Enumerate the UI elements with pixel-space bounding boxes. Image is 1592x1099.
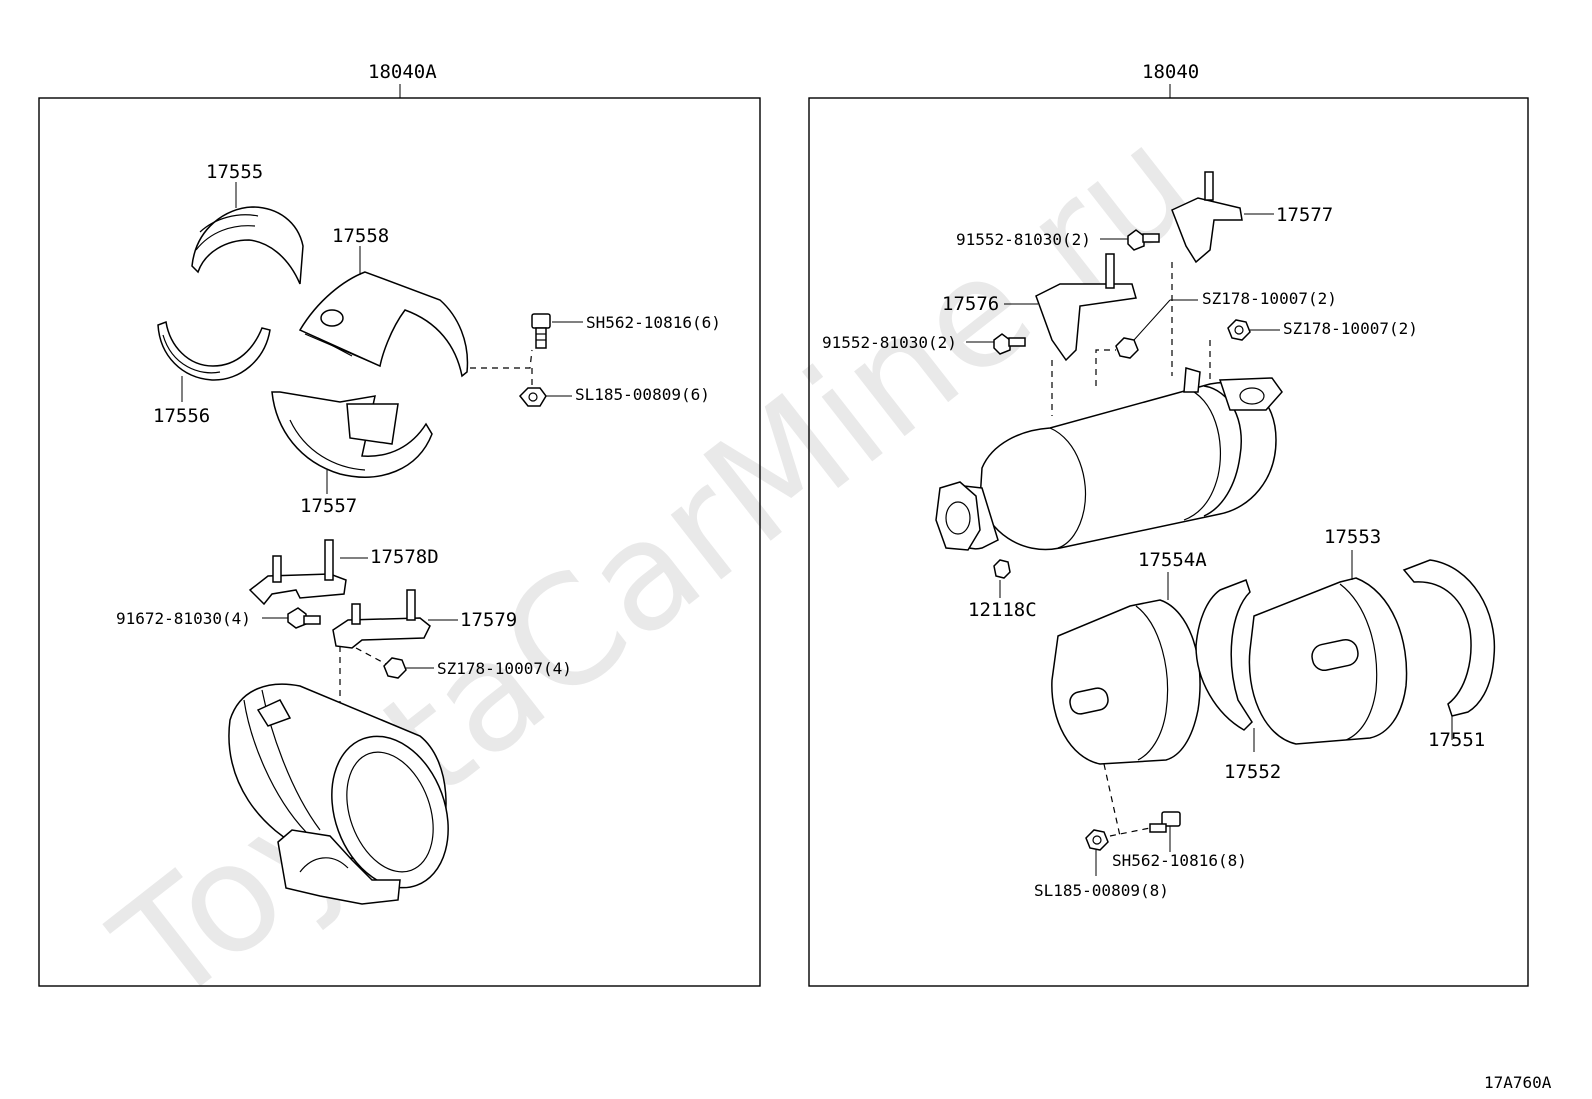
right-assembly-frame: 18040	[808, 61, 1529, 987]
heat-shield-17557[interactable]	[271, 391, 433, 494]
bolt-91672[interactable]	[262, 607, 321, 629]
assembly-code-18040[interactable]: 18040	[1142, 61, 1199, 83]
nut-sz178-left[interactable]	[383, 657, 434, 679]
catalytic-converter-18040A[interactable]	[228, 683, 468, 905]
label-bolt-sh562-left[interactable]: SH562-10816(6)	[586, 313, 721, 332]
label-bolt-91552-b[interactable]: 91552-81030(2)	[822, 333, 957, 352]
heat-shield-17552[interactable]	[1195, 579, 1255, 752]
label-nut-sl185-left[interactable]: SL185-00809(6)	[575, 385, 710, 404]
nut-sz178-a[interactable]	[1115, 299, 1198, 359]
bolt-91552-a[interactable]	[1100, 229, 1160, 251]
label-nut-sz178-a[interactable]: SZ178-10007(2)	[1202, 289, 1337, 308]
heat-shield-17558[interactable]	[298, 246, 469, 378]
left-assembly-frame: 18040A	[38, 61, 761, 987]
right-frame-border	[808, 97, 1529, 987]
label-17577[interactable]: 17577	[1276, 204, 1333, 226]
label-17578D[interactable]: 17578D	[370, 546, 439, 568]
bracket-17577[interactable]	[1171, 171, 1274, 264]
label-17553[interactable]: 17553	[1324, 526, 1381, 548]
heat-shield-17551[interactable]	[1402, 559, 1496, 740]
label-17579[interactable]: 17579	[460, 609, 517, 631]
nut-sz178-b[interactable]	[1227, 319, 1280, 341]
nut-12118C[interactable]	[993, 559, 1011, 598]
label-17558[interactable]: 17558	[332, 225, 389, 247]
heat-shield-17555[interactable]	[191, 182, 304, 285]
particulate-filter-18040[interactable]	[935, 367, 1283, 551]
label-17556[interactable]: 17556	[153, 405, 210, 427]
label-bolt-91672[interactable]: 91672-81030(4)	[116, 609, 251, 628]
bracket-17579[interactable]	[332, 589, 458, 649]
diagram-code: 17A760A	[1484, 1073, 1552, 1092]
assembly-code-18040A[interactable]: 18040A	[368, 61, 437, 83]
label-bolt-91552-a[interactable]: 91552-81030(2)	[956, 230, 1091, 249]
label-17552[interactable]: 17552	[1224, 761, 1281, 783]
label-17557[interactable]: 17557	[300, 495, 357, 517]
label-nut-sl185-right[interactable]: SL185-00809(8)	[1034, 881, 1169, 900]
label-17555[interactable]: 17555	[206, 161, 263, 183]
heat-shield-17553[interactable]	[1248, 550, 1408, 745]
label-17551[interactable]: 17551	[1428, 729, 1485, 751]
heat-shield-17554A[interactable]	[1051, 572, 1201, 765]
bracket-17576[interactable]	[1004, 253, 1137, 362]
nut-sl185-left[interactable]	[518, 387, 572, 407]
heat-shield-17556[interactable]	[157, 320, 271, 402]
bolt-sh562-left[interactable]	[531, 313, 583, 349]
label-17554A[interactable]: 17554A	[1138, 549, 1207, 571]
label-17576[interactable]: 17576	[942, 293, 999, 315]
bolt-91552-b[interactable]	[966, 333, 1026, 355]
nut-sl185-right[interactable]	[1085, 829, 1109, 876]
label-bolt-sh562-right[interactable]: SH562-10816(8)	[1112, 851, 1247, 870]
label-nut-sz178-left[interactable]: SZ178-10007(4)	[437, 659, 572, 678]
label-nut-sz178-b[interactable]: SZ178-10007(2)	[1283, 319, 1418, 338]
label-12118C[interactable]: 12118C	[968, 599, 1037, 621]
bolt-sh562-right[interactable]	[1149, 811, 1181, 852]
bracket-17578D[interactable]	[248, 539, 368, 606]
